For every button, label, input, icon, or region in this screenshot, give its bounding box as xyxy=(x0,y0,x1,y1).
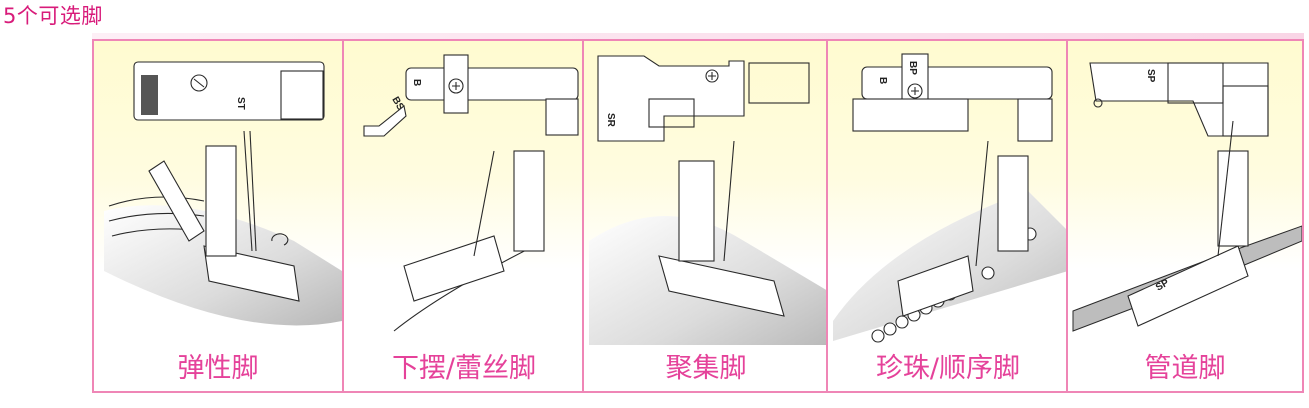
panel-divider xyxy=(582,41,584,391)
foot-panel-blind-stitch[interactable]: B BS 下摆/蕾丝脚 xyxy=(344,41,584,391)
foot-code-b: B xyxy=(411,79,422,86)
foot-panel-gathering[interactable]: SR 聚集脚 xyxy=(584,41,828,391)
piping-foot-illustration: SP SP xyxy=(1068,41,1302,345)
foot-code-st: ST xyxy=(235,97,246,110)
blind-stitch-foot-illustration: B BS xyxy=(344,41,584,345)
foot-label-elastic: 弹性脚 xyxy=(177,353,259,384)
panel-divider xyxy=(826,41,828,391)
foot-label-gathering: 聚集脚 xyxy=(665,353,747,384)
panel-divider xyxy=(1066,41,1068,391)
foot-panel-beading[interactable]: B BP 珍珠/顺序脚 xyxy=(828,41,1068,391)
gathering-foot-illustration: SR xyxy=(584,41,828,345)
elastic-foot-illustration: ST xyxy=(94,41,342,345)
feet-grid: ST 弹性脚 B BS xyxy=(92,39,1304,393)
panel-divider xyxy=(342,41,344,391)
page-title: 5个可选脚 xyxy=(3,4,103,28)
frame-top-accent xyxy=(92,33,1304,39)
beading-foot-illustration: B BP xyxy=(828,41,1068,345)
foot-label-piping: 管道脚 xyxy=(1144,353,1226,384)
foot-label-beading: 珍珠/顺序脚 xyxy=(875,353,1021,384)
foot-code-bp: BP xyxy=(907,61,918,75)
foot-code-b2: B xyxy=(877,77,888,84)
foot-code-sr: SR xyxy=(605,113,616,128)
foot-panel-elastic[interactable]: ST 弹性脚 xyxy=(94,41,342,391)
foot-label-blind-stitch: 下摆/蕾丝脚 xyxy=(391,353,537,384)
foot-panel-piping[interactable]: SP SP 管道脚 xyxy=(1068,41,1302,391)
foot-code-sp: SP xyxy=(1145,69,1156,83)
